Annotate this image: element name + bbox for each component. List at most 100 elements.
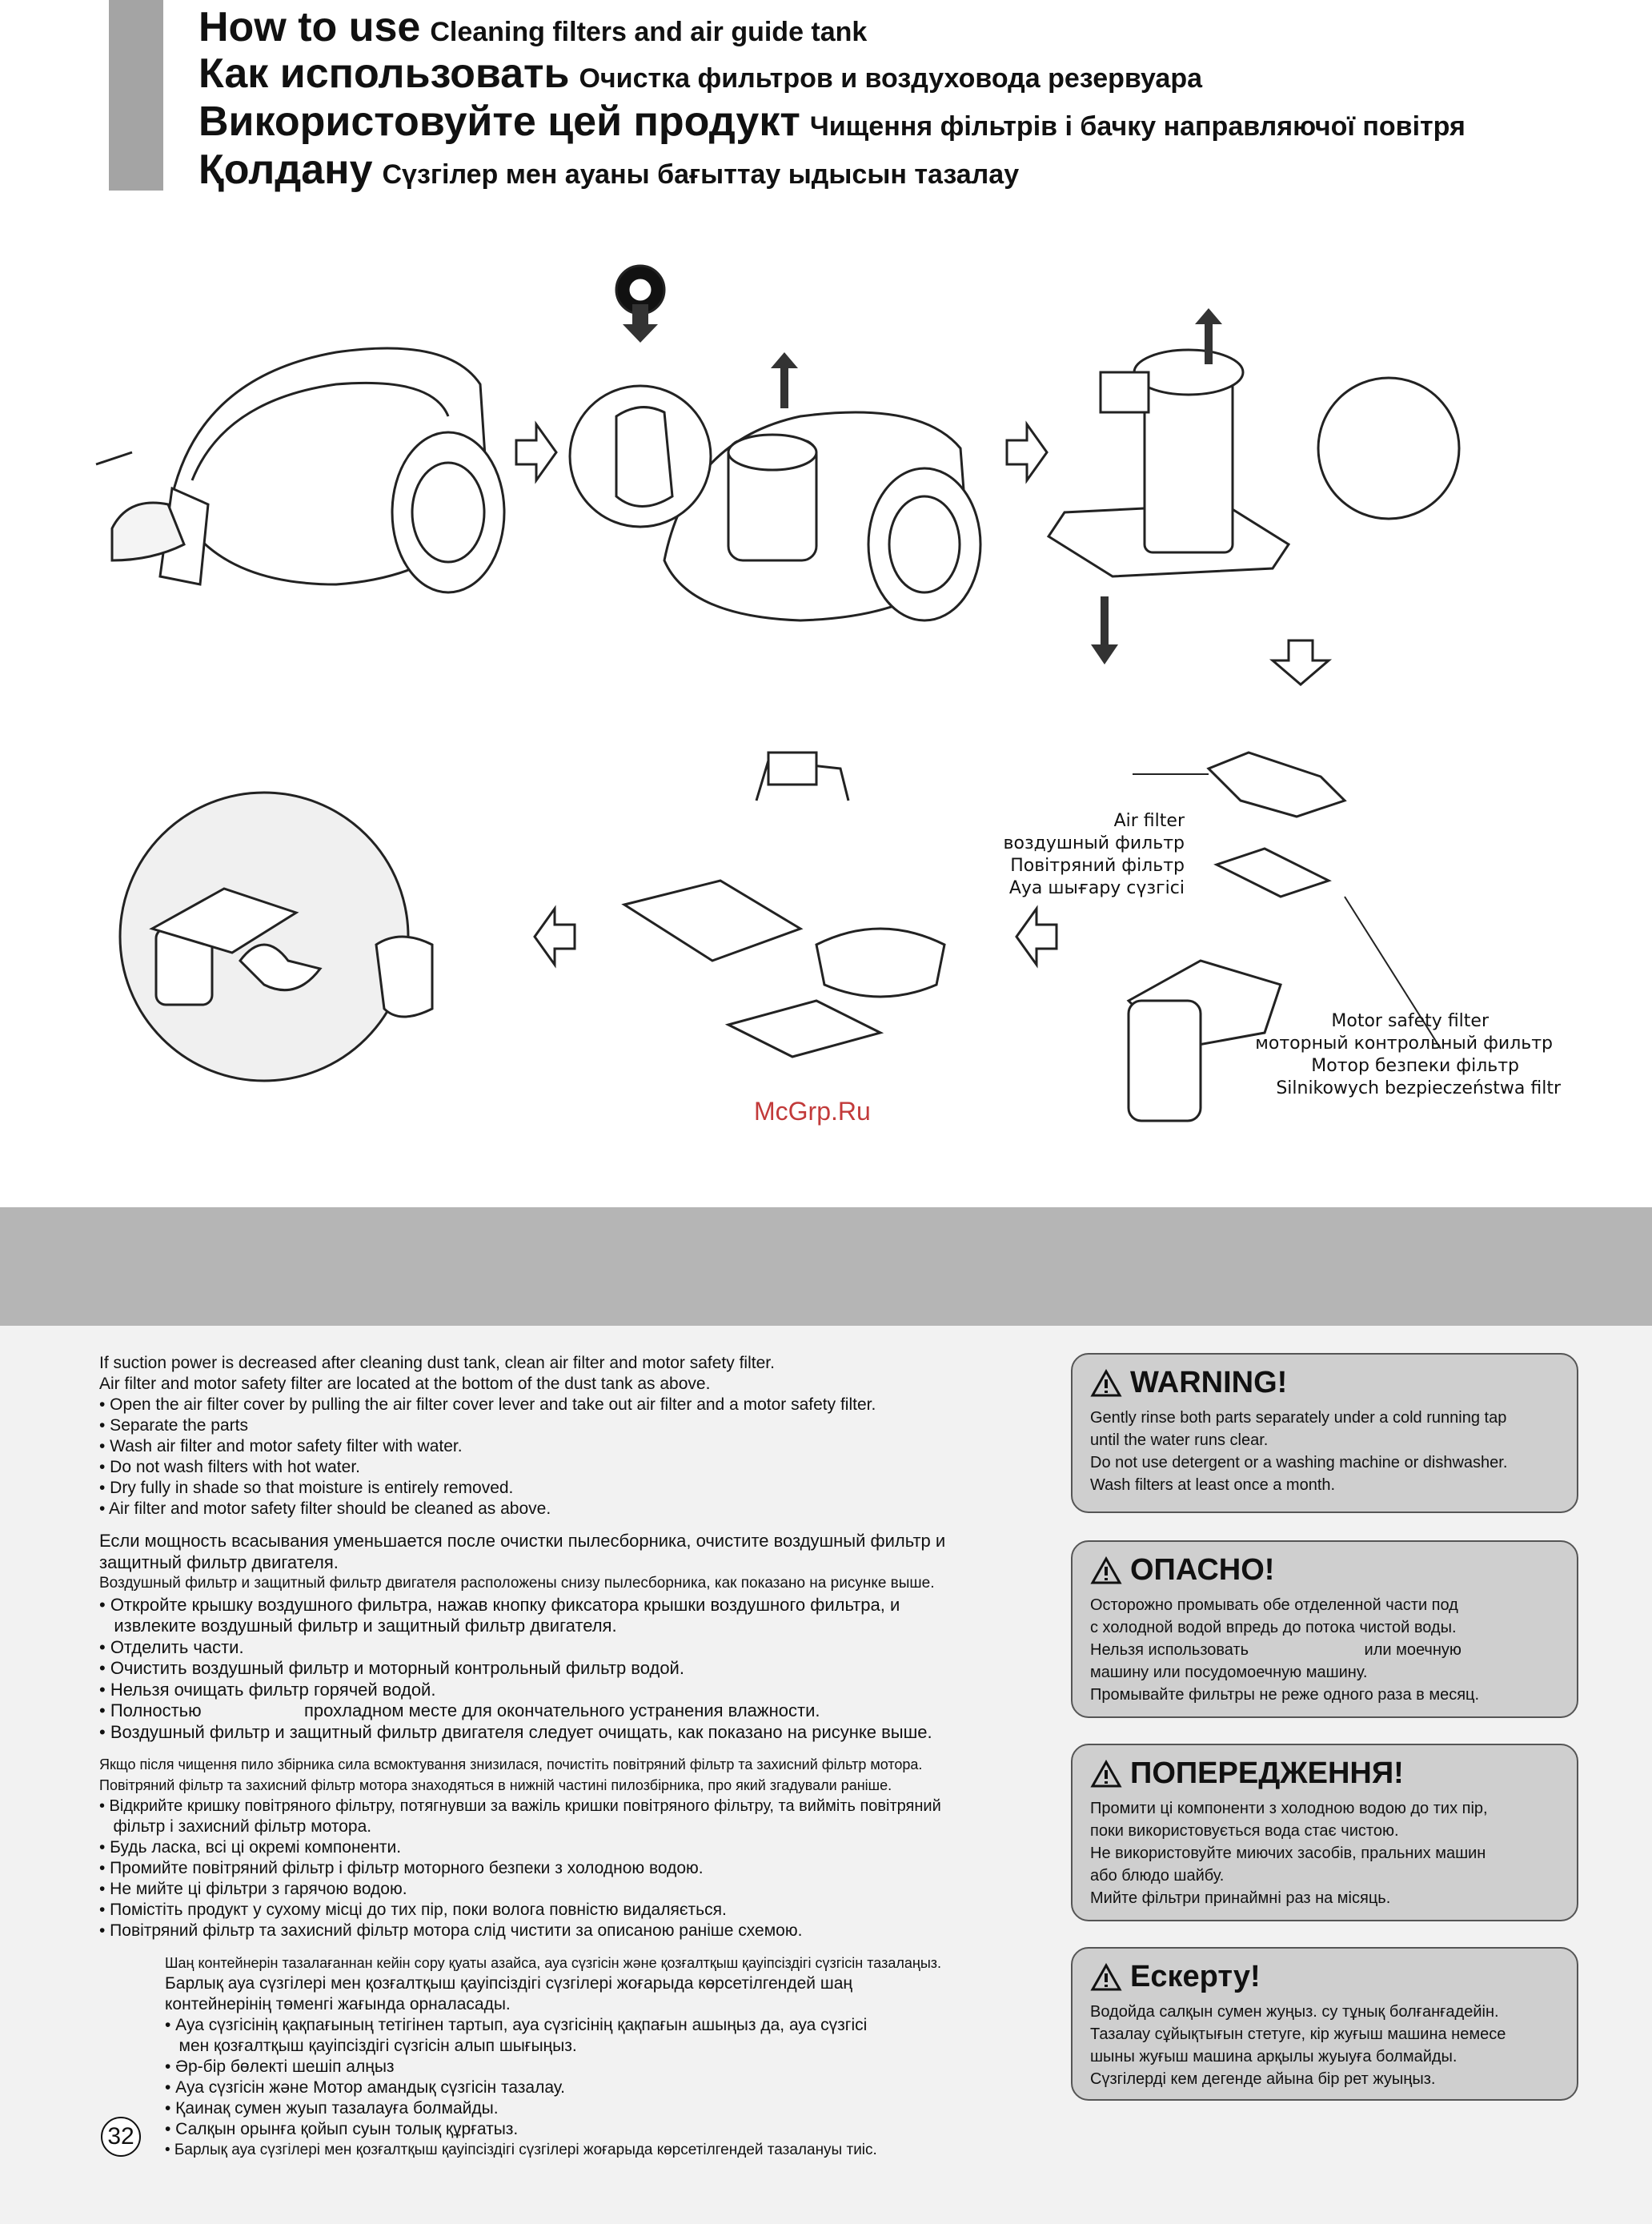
- title-sub: Cleaning filters and air guide tank: [430, 17, 868, 47]
- pull-arrow: [95, 451, 133, 466]
- warning-title: ОПАСНО!: [1130, 1553, 1275, 1587]
- warning-box-ru: ОПАСНО! Осторожно промывать обе отделенн…: [1071, 1540, 1578, 1718]
- page-number: 32: [101, 2117, 141, 2157]
- warning-line: Тазалау сұйықтығын стетуге, кір жуғыш ма…: [1090, 2025, 1506, 2043]
- vacuum-step2-illustration: [568, 384, 982, 622]
- instruction-line: • Очистить воздушный фильтр и моторный к…: [99, 1658, 684, 1678]
- instruction-line: • Откройте крышку воздушного фильтра, на…: [99, 1594, 900, 1615]
- instruction-line: • Будь ласка, всі ці окремі компоненти.: [99, 1838, 402, 1857]
- warning-triangle-icon: [1090, 1556, 1122, 1584]
- instruction-line: • Нельзя очищать фильтр горячей водой.: [99, 1679, 436, 1700]
- instructions-column: If suction power is decreased after clea…: [99, 1353, 1060, 2172]
- step-arrow-left: [1015, 905, 1058, 969]
- instruction-line: • Separate the parts: [99, 1416, 248, 1435]
- title-main: How to use: [198, 4, 421, 50]
- instruction-line: Воздушный фильтр и защитный фильтр двига…: [99, 1575, 935, 1592]
- instruction-line: • Не мийте ці фільтри з гарячою водою.: [99, 1880, 407, 1898]
- instruction-line: Якщо після чищення пило збірника сила вс…: [99, 1756, 923, 1772]
- step-arrow-left: [533, 905, 576, 969]
- instructions-en: If suction power is decreased after clea…: [99, 1353, 1060, 1519]
- warning-line: Сүзгілерді кем дегенде айына бір рет жуы…: [1090, 2070, 1436, 2088]
- warning-box-kz: Ескерту! Водойда салқын сумен жуңыз. су …: [1071, 1947, 1578, 2101]
- warning-box-uk: ПОПЕРЕДЖЕННЯ! Промити ці компоненти з хо…: [1071, 1744, 1578, 1921]
- warning-title: WARNING!: [1130, 1366, 1288, 1399]
- vacuum-step1-illustration: [110, 347, 506, 594]
- warning-line: Gently rinse both parts separately under…: [1090, 1409, 1507, 1427]
- header-side-bar: [109, 0, 163, 191]
- step-arrow-right: [515, 420, 558, 484]
- instruction-line: защитный фильтр двигателя.: [99, 1552, 339, 1572]
- instruction-line: Шаң контейнерін тазалағаннан кейін сору …: [165, 1955, 942, 1971]
- step-arrow-down: [1269, 639, 1333, 686]
- instruction-line: • Відкрийте кришку повітряного фільтру, …: [99, 1797, 941, 1815]
- motor-filter-label: Motor safety filter: [1331, 1011, 1490, 1031]
- instruction-line: • Қаинақ сумен жуып тазалауға болмайды.: [165, 2099, 499, 2118]
- air-filter-label: Ауа шығару сүзгісі: [1009, 878, 1185, 898]
- warning-title: Ескерту!: [1130, 1960, 1261, 1993]
- warning-line: Водойда салқын сумен жуңыз. су тұнық бол…: [1090, 2003, 1499, 2021]
- warning-line: Промывайте фильтры не реже одного раза в…: [1090, 1686, 1480, 1704]
- warning-line: Нельзя использовать или моечную: [1090, 1641, 1462, 1659]
- instruction-line: • Dry fully in shade so that moisture is…: [99, 1479, 514, 1497]
- warning-line: Не використовуйте миючих засобів, пральн…: [1090, 1845, 1486, 1862]
- warning-triangle-icon: [1090, 1368, 1122, 1396]
- warning-line: Мийте фільтри принаймні раз на місяць.: [1090, 1889, 1391, 1907]
- instruction-line: • Промийте повітряний фільтр і фільтр мо…: [99, 1859, 704, 1877]
- title-sub: Сүзгілер мен ауаны бағыттау ыдысын тазал…: [382, 159, 1020, 190]
- instruction-line: контейнерінің төменгі жағында орналасады…: [165, 1995, 511, 2013]
- instructions-ru: Если мощность всасывания уменьшается пос…: [99, 1531, 1060, 1743]
- instruction-line: • Полностью прохладном месте для окончат…: [99, 1700, 820, 1720]
- instruction-line: • Воздушный фильтр и защитный фильтр дви…: [99, 1721, 932, 1742]
- title-main: Как использовать: [198, 50, 570, 97]
- dust-tank-step3-illustration: [1046, 348, 1461, 578]
- warning-triangle-icon: [1090, 1759, 1122, 1787]
- gray-divider-band: [0, 1207, 1652, 1326]
- instruction-line: Если мощность всасывания уменьшается пос…: [99, 1531, 946, 1551]
- warning-line: until the water runs clear.: [1090, 1431, 1269, 1449]
- warning-line: Промити ці компоненти з холодною водою д…: [1090, 1800, 1488, 1817]
- warning-triangle-icon: [1090, 1962, 1122, 1990]
- warning-line: або блюдо шайбу.: [1090, 1867, 1225, 1885]
- watermark: McGrp.Ru: [754, 1097, 871, 1126]
- exploded-filter-view: [1126, 751, 1347, 1122]
- warning-box-en: WARNING! Gently rinse both parts separat…: [1071, 1353, 1578, 1513]
- instruction-line: • Do not wash filters with hot water.: [99, 1458, 360, 1476]
- air-filter-label: Air filter: [1114, 811, 1185, 831]
- instructions-kz: Шаң контейнерін тазалағаннан кейін сору …: [165, 1953, 1060, 2161]
- motor-filter-label: Silnikowych bezpieczeństwa filtr: [1276, 1078, 1562, 1098]
- motor-filter-label: Мотор безпеки фільтр: [1311, 1056, 1519, 1076]
- warning-line: Осторожно промывать обе отделенной части…: [1090, 1596, 1458, 1614]
- warning-line: шыны жуғыш машина арқылы жуыуға болмайды…: [1090, 2048, 1458, 2065]
- instruction-line: • Әр-бір бөлекті шешіп алңыз: [165, 2057, 395, 2076]
- instruction-line: фільтр і захисний фільтр мотора.: [99, 1817, 372, 1836]
- warning-line: Do not use detergent or a washing machin…: [1090, 1454, 1508, 1471]
- instruction-line: • Помістіть продукт у сухому місці до ти…: [99, 1901, 727, 1919]
- instruction-line: • Ауа сүзгісінің қақпағының тетігінен та…: [165, 2016, 868, 2034]
- instruction-line: • Ауа сүзгісін және Мотор амандық сүзгіс…: [165, 2078, 566, 2097]
- warning-title: ПОПЕРЕДЖЕННЯ!: [1130, 1756, 1404, 1790]
- instruction-line: • Air filter and motor safety filter sho…: [99, 1499, 551, 1518]
- warning-line: с холодной водой впредь до потока чистой…: [1090, 1619, 1457, 1636]
- title-line-ru: Как использовать Очистка фильтров и возду…: [198, 50, 1202, 98]
- instruction-line: • Барлық ауа сүзгілері мен қозғалтқыш қа…: [165, 2142, 877, 2158]
- instruction-line: Повітряний фільтр та захисний фільтр мот…: [99, 1777, 892, 1793]
- instruction-line: • Повітряний фільтр та захисний фільтр м…: [99, 1921, 803, 1940]
- instruction-line: If suction power is decreased after clea…: [99, 1354, 775, 1372]
- title-line-uk: Використовуйте цей продукт Чищення фільтр…: [198, 98, 1466, 146]
- warning-line: машину или посудомоечную машину.: [1090, 1664, 1368, 1681]
- warning-line: поки використовується вода стає чистою.: [1090, 1822, 1399, 1840]
- title-main: Використовуйте цей продукт: [198, 98, 800, 145]
- instruction-line: Барлық ауа сүзгілері мен қозғалтқыш қауі…: [165, 1974, 852, 1993]
- title-sub: Очистка фильтров и воздуховода резервуар…: [579, 63, 1202, 94]
- title-line-en: How to use Cleaning filters and air guide…: [198, 3, 867, 51]
- instruction-line: • Open the air filter cover by pulling t…: [99, 1395, 876, 1414]
- instruction-line: • Wash air filter and motor safety filte…: [99, 1437, 463, 1455]
- warning-line: Wash filters at least once a month.: [1090, 1476, 1336, 1494]
- instruction-line: • Отделить части.: [99, 1636, 244, 1657]
- instructions-uk: Якщо після чищення пило збірника сила вс…: [99, 1754, 1060, 1941]
- title-sub: Чищення фільтрів і бачку направляючої по…: [809, 111, 1466, 142]
- washing-filters-illustration: [621, 751, 946, 1058]
- instruction-line: Air filter and motor safety filter are l…: [99, 1375, 711, 1393]
- air-filter-label: Повітряний фільтр: [1010, 856, 1185, 876]
